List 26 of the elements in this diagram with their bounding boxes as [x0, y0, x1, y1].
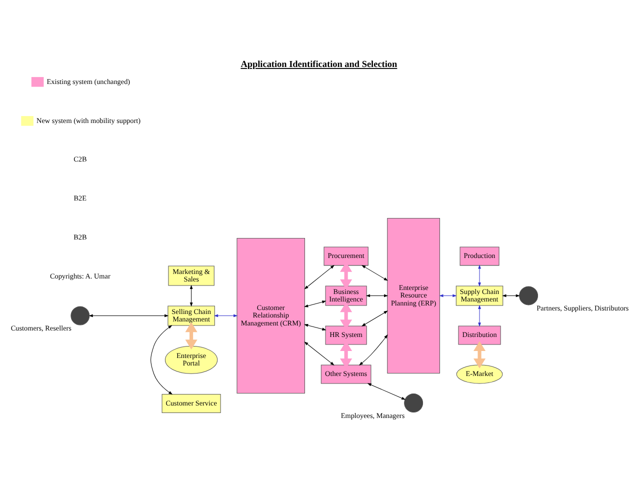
diagram-title: Application Identification and Selection	[240, 58, 397, 69]
arrow	[360, 265, 388, 281]
arrow	[340, 262, 352, 290]
arrow	[88, 314, 168, 318]
arrow	[478, 264, 480, 287]
node-person	[70, 306, 90, 326]
arrow	[438, 294, 456, 298]
node-person	[518, 286, 538, 306]
arrow	[150, 325, 172, 395]
arrow	[304, 342, 334, 366]
arrow	[478, 304, 480, 327]
arrow	[360, 310, 388, 326]
arrow	[340, 341, 352, 368]
node-person	[404, 394, 423, 412]
arrow	[189, 284, 192, 307]
arrow	[184, 322, 197, 350]
arrow	[304, 265, 334, 290]
arrow	[304, 300, 326, 308]
arrow	[473, 341, 486, 368]
arrow	[358, 334, 388, 366]
arrow	[502, 294, 520, 298]
arrow	[366, 383, 406, 400]
arrow	[340, 302, 352, 330]
arrow	[365, 294, 388, 298]
arrow	[304, 324, 326, 331]
arrow	[213, 314, 238, 318]
